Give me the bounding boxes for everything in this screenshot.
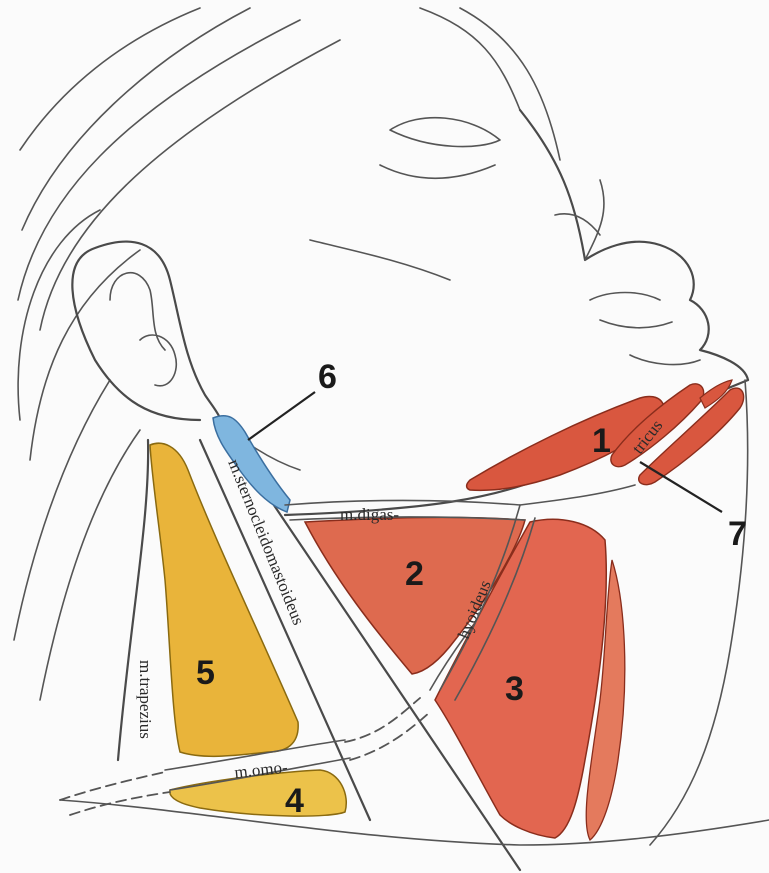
label-digastricus: m.digas- [340,505,399,524]
region-2-number: 2 [405,555,424,593]
region-6-number: 6 [318,358,337,396]
region-5-number: 5 [196,654,215,692]
region-7-number: 7 [728,515,747,553]
region-3-number: 3 [505,670,524,708]
region-1-number: 1 [592,422,611,460]
label-trapezius: m.trapezius [136,660,155,739]
region-4-number: 4 [285,782,304,820]
